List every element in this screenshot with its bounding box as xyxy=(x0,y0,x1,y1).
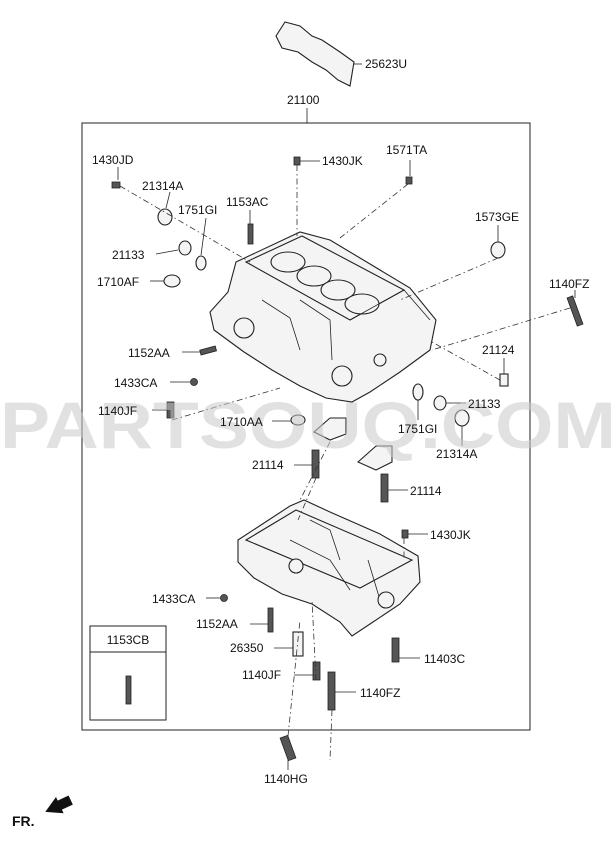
callout-1433CA-bottom: 1433CA xyxy=(152,592,195,606)
callout-21133-right: 21133 xyxy=(468,397,501,411)
stud-1153CB xyxy=(125,675,132,705)
callout-26350: 26350 xyxy=(230,641,264,655)
callout-21114-right: 21114 xyxy=(410,484,442,498)
leader-lines xyxy=(117,160,576,770)
pin-1430JD xyxy=(111,181,121,189)
bolt-21114-right xyxy=(380,473,389,503)
callout-1710AF: 1710AF xyxy=(97,275,139,289)
dowel-21124 xyxy=(499,373,509,387)
callout-21314A-right: 21314A xyxy=(436,447,477,461)
callout-25623U: 25623U xyxy=(365,57,407,71)
plug-21133-left xyxy=(178,240,192,256)
plug-1433CA-bottom xyxy=(220,594,228,602)
callout-1430JK-bottom: 1430JK xyxy=(430,528,471,542)
stud-1153AC xyxy=(247,223,254,245)
callout-1153AC: 1153AC xyxy=(226,195,269,209)
assembly-frame xyxy=(81,122,531,731)
bolt-1140FZ-bottom xyxy=(327,671,336,711)
dowel-1152AA-bottom xyxy=(267,607,274,633)
plug-21314A-left xyxy=(157,208,173,226)
ring-1710AA xyxy=(290,414,306,426)
callouts: 25623U 21100 1430JD 1430JK 1571TA 21314A… xyxy=(92,57,589,786)
bolt-1140JF-bottom xyxy=(312,661,321,681)
callout-1140FZ-right: 1140FZ xyxy=(549,277,589,291)
seal-1751GI-left xyxy=(195,255,207,271)
pin-1430JK-top xyxy=(293,156,301,166)
callout-1751GI-right: 1751GI xyxy=(398,422,437,436)
callout-1140JF-top: 1140JF xyxy=(98,404,137,418)
orientation-label: FR. xyxy=(12,813,35,829)
callout-21114-left: 21114 xyxy=(252,458,284,472)
callout-1430JD: 1430JD xyxy=(92,153,134,167)
dowel-1152AA-top xyxy=(199,345,217,356)
callout-1710AA: 1710AA xyxy=(220,415,263,429)
front-arrow: FR. xyxy=(12,795,73,829)
inset-box: 1153CB xyxy=(89,625,167,721)
sensor-26350 xyxy=(292,631,304,657)
callout-21314A-left: 21314A xyxy=(142,179,183,193)
plug-1433CA-top xyxy=(190,378,198,386)
inset-code: 1153CB xyxy=(107,633,149,647)
plug-1573GE xyxy=(490,241,506,259)
callout-1140FZ-bottom: 1140FZ xyxy=(360,686,400,700)
callout-1140HG: 1140HG xyxy=(264,772,308,786)
alignment-lines xyxy=(119,165,571,761)
lower-crankcase xyxy=(237,499,421,637)
pin-1430JK-bottom xyxy=(401,529,409,539)
callout-1152AA-bottom: 1152AA xyxy=(196,617,238,631)
bolt-1140HG xyxy=(279,734,297,762)
ring-1710AF xyxy=(163,274,181,288)
callout-11403C: 11403C xyxy=(424,652,465,666)
cylinder-block xyxy=(209,231,437,471)
plug-1571TA xyxy=(405,176,413,185)
callout-1140JF-bottom: 1140JF xyxy=(242,668,281,682)
callout-1751GI-left: 1751GI xyxy=(178,203,217,217)
callout-1430JK-top: 1430JK xyxy=(322,154,363,168)
callout-1571TA: 1571TA xyxy=(386,143,427,157)
gasket-25623U xyxy=(275,21,355,87)
bolt-11403C xyxy=(391,637,400,663)
callout-1152AA-top: 1152AA xyxy=(128,346,170,360)
callout-21133-left: 21133 xyxy=(112,248,145,262)
callout-1573GE: 1573GE xyxy=(475,210,519,224)
callout-1433CA-top: 1433CA xyxy=(114,376,157,390)
watermark: PARTSOUQ.COM xyxy=(0,388,616,462)
arrow-icon xyxy=(45,795,73,814)
bolt-21114-left xyxy=(311,449,320,479)
callout-21124: 21124 xyxy=(482,343,515,357)
bolt-1140FZ-right xyxy=(566,295,584,327)
callout-21100: 21100 xyxy=(287,93,320,107)
